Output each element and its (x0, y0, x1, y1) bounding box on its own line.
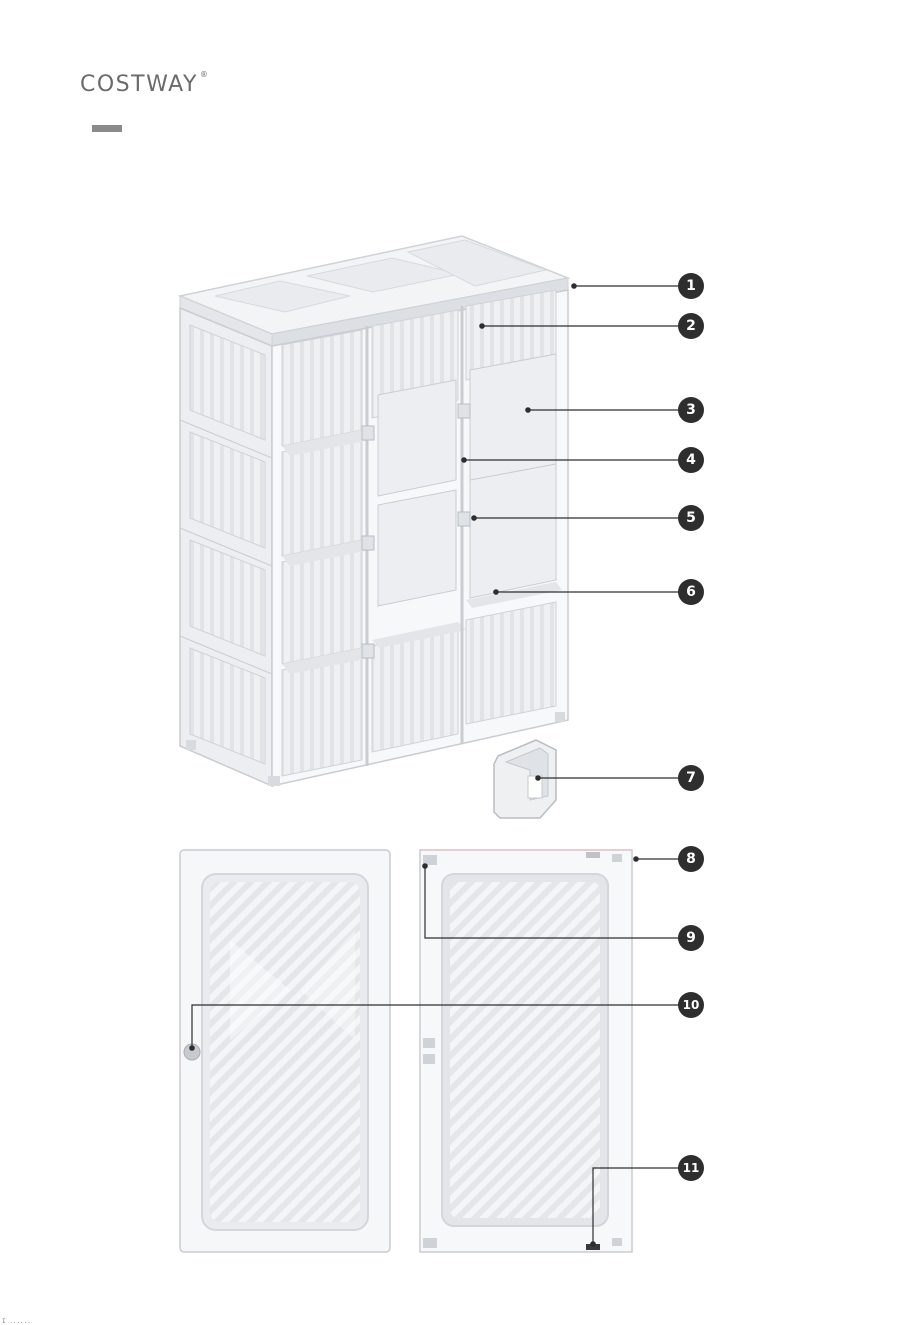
connector-clip (494, 740, 556, 818)
callout-8: 8 (678, 846, 704, 872)
storage-cabinet (180, 236, 568, 786)
callout-2: 2 (678, 313, 704, 339)
callout-3: 3 (678, 397, 704, 423)
callout-6: 6 (678, 579, 704, 605)
callout-1: 1 (678, 273, 704, 299)
callout-11: 11 (678, 1155, 704, 1181)
door-back (420, 850, 632, 1252)
callout-7: 7 (678, 765, 704, 791)
callout-4: 4 (678, 447, 704, 473)
callout-9: 9 (678, 925, 704, 951)
callout-5: 5 (678, 505, 704, 531)
callout-10: 10 (678, 992, 704, 1018)
door-front (180, 850, 390, 1252)
